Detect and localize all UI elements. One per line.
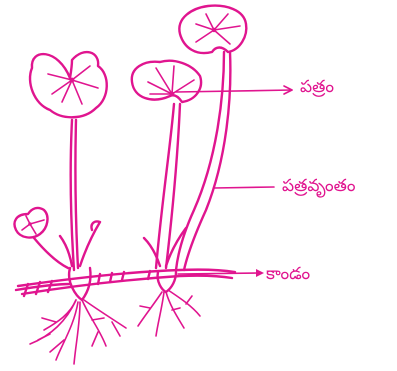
petiole-right-tall [176,52,230,270]
petiole-label: పత్రవృంతం [282,178,356,195]
roots-left [30,300,126,364]
stem-label: కాండం [266,266,310,283]
sprout-left [80,221,100,266]
leaf-left-small [15,208,48,238]
sprout-left-2 [60,236,72,266]
leaf-right-top [179,6,246,53]
pointer-petiole [214,187,274,188]
leaf-right-middle [132,61,201,102]
pointer-leaf [176,86,292,94]
leaf-label: పత్రం [300,79,334,96]
roots-right [138,290,200,336]
petiole-left-tall [71,120,78,270]
node-right [158,272,176,292]
leaf-left-large [30,52,107,117]
